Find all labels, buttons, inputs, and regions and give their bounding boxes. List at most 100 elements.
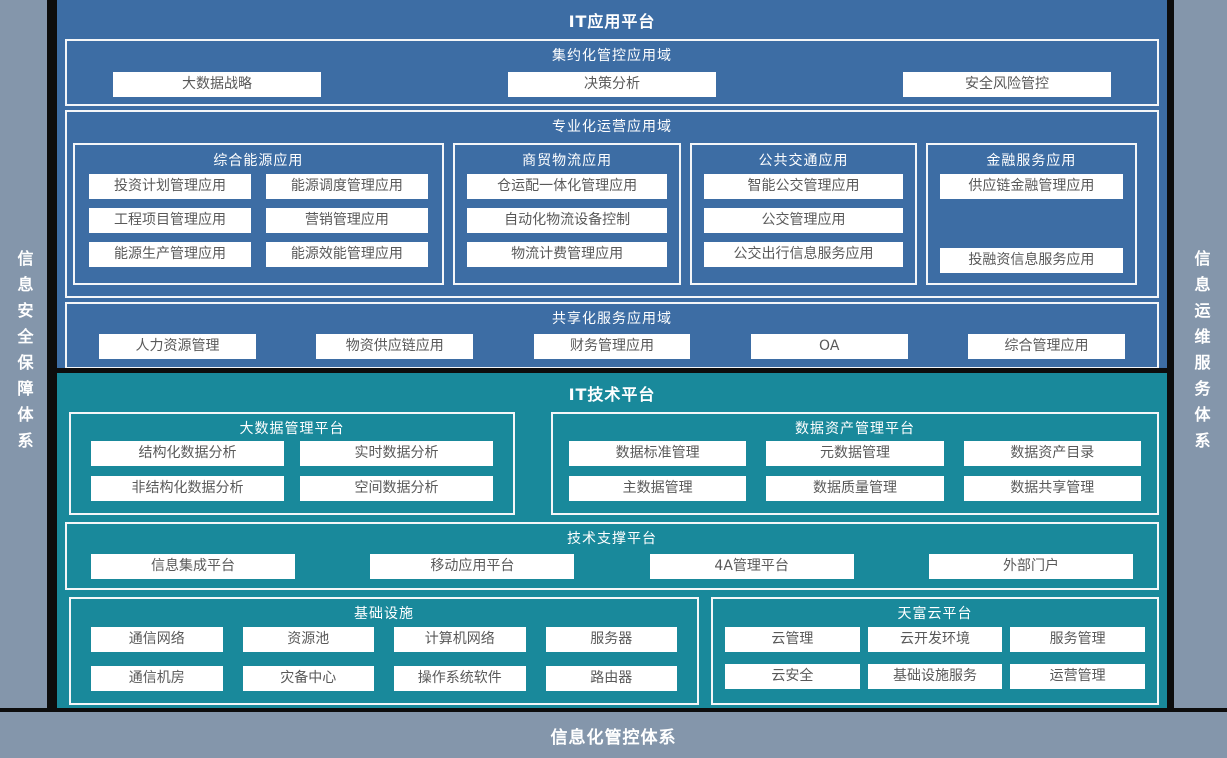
label-box: 运营管理 (1010, 664, 1145, 689)
label-box: 资源池 (242, 627, 374, 652)
label-box: 物流计费管理应用 (466, 242, 668, 267)
cloud-title: 天富云平台 (897, 606, 973, 622)
label-box: 数据质量管理 (766, 476, 944, 501)
specialized-domain-title: 专业化运营应用域 (552, 119, 672, 135)
shared-domain-title: 共享化服务应用域 (552, 311, 672, 327)
label-box: 云安全 (725, 664, 860, 689)
group-financial-services: 金融服务应用 供应链金融管理应用投融资信息服务应用 (925, 143, 1138, 285)
right-sidebar-ops-system: 信息运维服务体系 (1174, 0, 1227, 708)
label-box: 能源生产管理应用 (89, 242, 251, 267)
shared-services-domain: 共享化服务应用域 人力资源管理 物资供应链应用 财务管理应用 OA 综合管理应用 (65, 302, 1159, 369)
bigdata-title: 大数据管理平台 (239, 421, 345, 437)
label-box: 能源调度管理应用 (265, 174, 428, 199)
infrastructure-box: 基础设施 通信网络资源池计算机网络服务器通信机房灾备中心操作系统软件路由器 (69, 597, 699, 705)
group-title: 公共交通应用 (758, 153, 849, 169)
left-black-separator (47, 0, 57, 708)
left-sidebar-label: 信息安全保障体系 (14, 250, 34, 458)
tech-platform-title: IT技术平台 (568, 385, 656, 404)
tech-row-data: 大数据管理平台 结构化数据分析实时数据分析非结构化数据分析空间数据分析 数据资产… (65, 412, 1159, 515)
label-box: 安全风险管控 (903, 72, 1111, 97)
label-box: 计算机网络 (394, 627, 526, 652)
label-box: 灾备中心 (242, 666, 374, 691)
tianfu-cloud-platform: 天富云平台 云管理云开发环境服务管理云安全基础设施服务运营管理 (711, 597, 1159, 705)
label-box: 供应链金融管理应用 (939, 174, 1124, 199)
finance-buttons: 供应链金融管理应用投融资信息服务应用 (928, 170, 1135, 283)
label-box: 移动应用平台 (370, 554, 575, 579)
intensive-domain-title: 集约化管控应用域 (552, 48, 672, 64)
group-title: 综合能源应用 (213, 153, 304, 169)
right-black-separator (1167, 0, 1174, 708)
group-title: 商贸物流应用 (522, 153, 613, 169)
label-box: 操作系统软件 (394, 666, 526, 691)
label-box: 工程项目管理应用 (89, 208, 251, 233)
group-public-transport: 公共交通应用 智能公交管理应用公交管理应用公交出行信息服务应用 (690, 143, 917, 285)
transport-buttons: 智能公交管理应用公交管理应用公交出行信息服务应用 (692, 170, 914, 267)
label-box: 决策分析 (508, 72, 716, 97)
label-box: 能源效能管理应用 (265, 242, 428, 267)
group-integrated-energy: 综合能源应用 投资计划管理应用能源调度管理应用工程项目管理应用营销管理应用能源生… (73, 143, 444, 285)
label-box: 公交管理应用 (704, 208, 903, 233)
infrastructure-buttons: 通信网络资源池计算机网络服务器通信机房灾备中心操作系统软件路由器 (71, 623, 697, 691)
label-box: 服务管理 (1010, 627, 1145, 652)
shared-buttons: 人力资源管理 物资供应链应用 财务管理应用 OA 综合管理应用 (67, 328, 1157, 359)
label-box: 投融资信息服务应用 (939, 248, 1124, 273)
tech-row-infra: 基础设施 通信网络资源池计算机网络服务器通信机房灾备中心操作系统软件路由器 天富… (65, 597, 1159, 705)
bigdata-buttons: 结构化数据分析实时数据分析非结构化数据分析空间数据分析 (71, 438, 513, 501)
label-box: 空间数据分析 (300, 476, 493, 501)
specialized-operation-domain: 专业化运营应用域 综合能源应用 投资计划管理应用能源调度管理应用工程项目管理应用… (65, 110, 1159, 298)
data-asset-title: 数据资产管理平台 (795, 421, 915, 437)
left-sidebar-security-system: 信息安全保障体系 (0, 0, 47, 708)
label-box: 结构化数据分析 (91, 441, 284, 466)
label-box: 财务管理应用 (533, 334, 691, 359)
label-box: 智能公交管理应用 (704, 174, 903, 199)
it-technology-platform: IT技术平台 大数据管理平台 结构化数据分析实时数据分析非结构化数据分析空间数据… (57, 373, 1167, 708)
label-box: 公交出行信息服务应用 (704, 242, 903, 267)
label-box: 云管理 (725, 627, 860, 652)
label-box: 数据标准管理 (569, 441, 747, 466)
label-box: 基础设施服务 (867, 664, 1003, 689)
label-box: 营销管理应用 (265, 208, 428, 233)
bottom-bar-governance-system: 信息化管控体系 (0, 708, 1227, 758)
tech-support-title: 技术支撑平台 (567, 531, 657, 547)
label-box: 数据资产目录 (963, 441, 1141, 466)
label-box: 通信机房 (91, 666, 223, 691)
specialized-groups: 综合能源应用 投资计划管理应用能源调度管理应用工程项目管理应用营销管理应用能源生… (67, 136, 1157, 285)
main-content: IT应用平台 集约化管控应用域 大数据战略 决策分析 安全风险管控 专业化运营应用域… (57, 0, 1167, 708)
label-box: OA (750, 334, 908, 359)
label-box: 自动化物流设备控制 (466, 208, 668, 233)
label-box: 服务器 (545, 627, 677, 652)
label-box: 元数据管理 (766, 441, 944, 466)
label-box: 实时数据分析 (300, 441, 493, 466)
label-box: 信息集成平台 (91, 554, 295, 579)
label-box: 人力资源管理 (99, 334, 256, 359)
platform-divider (57, 368, 1167, 373)
label-box: 云开发环境 (867, 627, 1003, 652)
bigdata-management-platform: 大数据管理平台 结构化数据分析实时数据分析非结构化数据分析空间数据分析 (69, 412, 515, 515)
label-box: 仓运配一体化管理应用 (466, 174, 668, 199)
group-trade-logistics: 商贸物流应用 仓运配一体化管理应用自动化物流设备控制物流计费管理应用 (452, 143, 682, 285)
right-sidebar-label: 信息运维服务体系 (1191, 250, 1211, 458)
label-box: 数据共享管理 (963, 476, 1141, 501)
intensive-control-domain: 集约化管控应用域 大数据战略 决策分析 安全风险管控 (65, 39, 1159, 106)
label-box: 投资计划管理应用 (89, 174, 251, 199)
energy-buttons: 投资计划管理应用能源调度管理应用工程项目管理应用营销管理应用能源生产管理应用能源… (75, 170, 442, 267)
logistics-buttons: 仓运配一体化管理应用自动化物流设备控制物流计费管理应用 (455, 170, 680, 267)
app-platform-title: IT应用平台 (568, 12, 656, 31)
label-box: 路由器 (545, 666, 677, 691)
label-box: 主数据管理 (569, 476, 747, 501)
label-box: 非结构化数据分析 (91, 476, 284, 501)
it-application-platform: IT应用平台 集约化管控应用域 大数据战略 决策分析 安全风险管控 专业化运营应用域… (57, 0, 1167, 369)
label-box: 大数据战略 (113, 72, 321, 97)
label-box: 通信网络 (91, 627, 223, 652)
group-title: 金融服务应用 (986, 153, 1077, 169)
label-box: 物资供应链应用 (316, 334, 474, 359)
intensive-buttons: 大数据战略 决策分析 安全风险管控 (67, 65, 1157, 97)
cloud-buttons: 云管理云开发环境服务管理云安全基础设施服务运营管理 (713, 623, 1157, 689)
infrastructure-title: 基础设施 (354, 606, 414, 622)
label-box: 综合管理应用 (968, 334, 1125, 359)
bottom-bar-label: 信息化管控体系 (550, 727, 677, 748)
data-asset-management-platform: 数据资产管理平台 数据标准管理元数据管理数据资产目录主数据管理数据质量管理数据共… (551, 412, 1159, 515)
